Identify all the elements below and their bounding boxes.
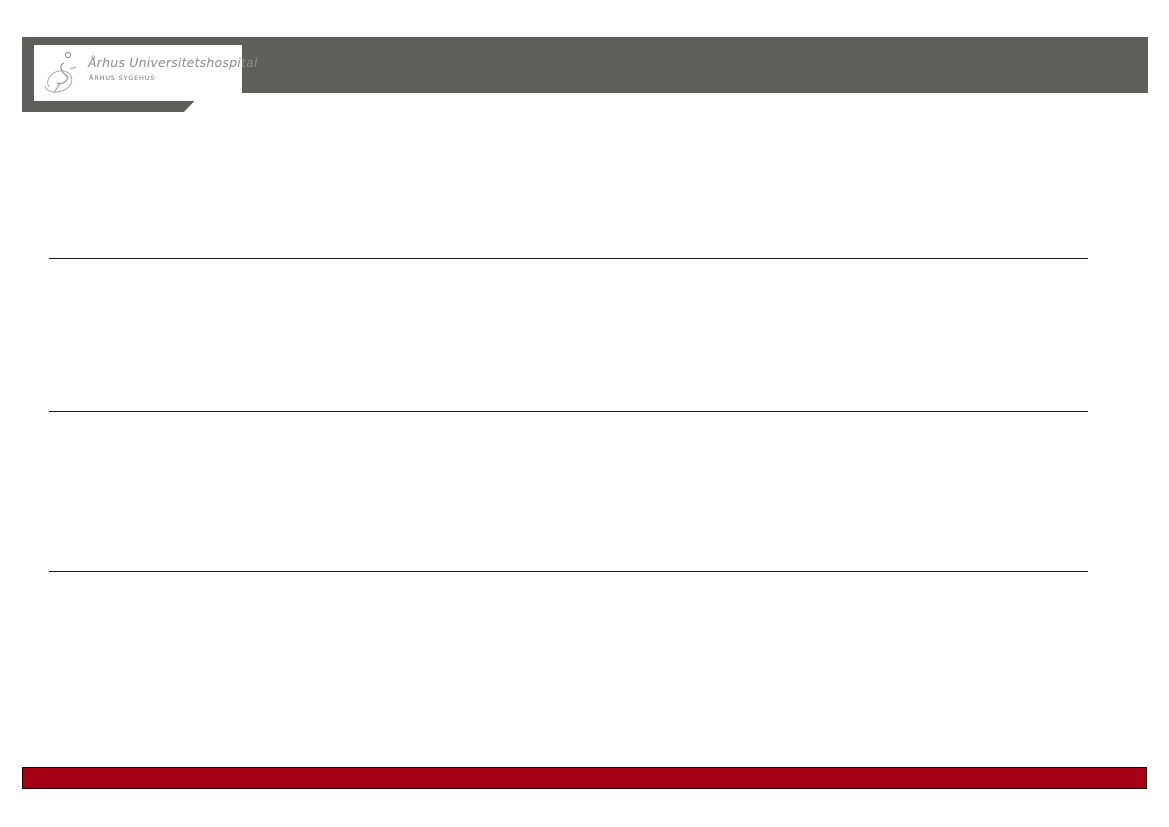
divider-line-3 — [49, 571, 1088, 572]
footer-bar — [22, 767, 1147, 789]
divider-line-1 — [49, 258, 1088, 259]
divider-line-2 — [49, 411, 1088, 412]
logo-subtitle: ÅRHUS SYGEHUS — [89, 74, 156, 82]
hospital-logo: Århus Universitetshospital ÅRHUS SYGEHUS — [34, 45, 257, 101]
hospital-figure-logo-icon — [44, 51, 77, 94]
logo-title: Århus Universitetshospital — [88, 55, 258, 70]
